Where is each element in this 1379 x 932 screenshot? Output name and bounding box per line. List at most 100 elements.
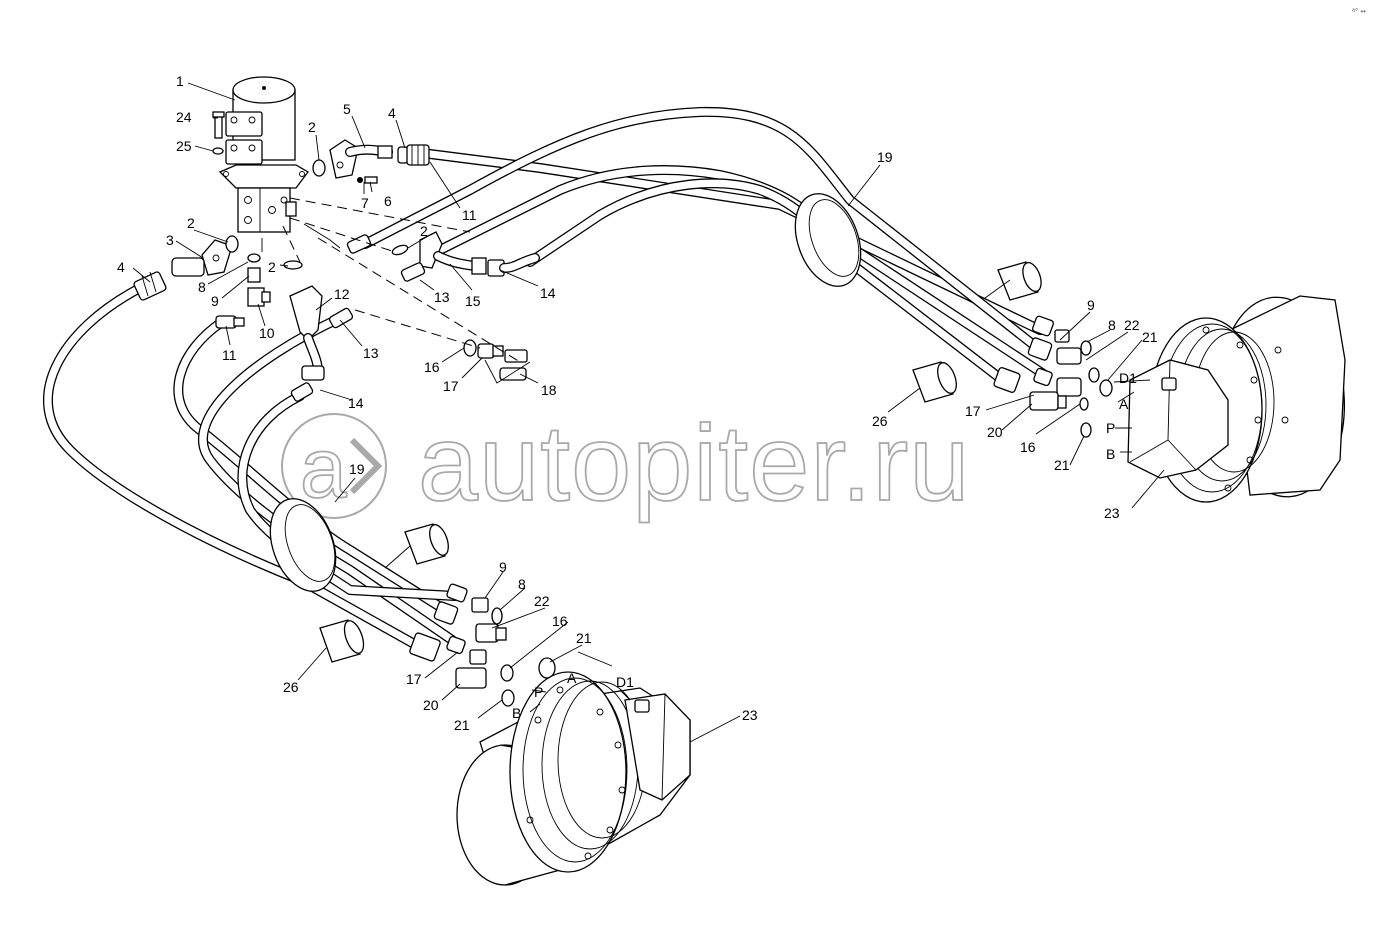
fitting-9-center xyxy=(247,267,261,283)
label-14-b: 14 xyxy=(348,395,364,411)
label-11-a: 11 xyxy=(462,207,477,223)
label-9-c: 9 xyxy=(499,559,507,575)
label-2-a: 2 xyxy=(308,119,316,135)
fitting-13-center xyxy=(328,307,354,329)
label-2-d: 2 xyxy=(420,223,428,239)
label-22-a: 22 xyxy=(1124,317,1140,333)
adapter-4-upper xyxy=(397,144,430,166)
clamp-19-upper xyxy=(794,193,862,287)
label-19-b: 19 xyxy=(349,461,365,477)
elbow-15 xyxy=(419,231,487,275)
fitting-13-mid xyxy=(400,262,426,282)
fitting-17-detail xyxy=(477,343,504,359)
label-26-a: 26 xyxy=(872,413,888,429)
label-21-d: 21 xyxy=(454,717,470,733)
label-d1-b: D1 xyxy=(616,674,634,690)
label-17-a: 17 xyxy=(443,378,459,394)
label-18: 18 xyxy=(541,382,557,398)
tee-10 xyxy=(247,287,271,307)
bushing-26-upper-a xyxy=(997,261,1042,301)
elbow-12 xyxy=(289,285,323,377)
label-10: 10 xyxy=(259,325,275,341)
leader-lines xyxy=(132,82,1165,743)
rotary-joint xyxy=(218,76,309,233)
label-21-b: 21 xyxy=(1054,457,1070,473)
label-6: 6 xyxy=(384,193,392,209)
o-ring-2-mid xyxy=(391,244,409,256)
clamp-19-lower xyxy=(269,498,337,592)
label-23-a: 23 xyxy=(1104,505,1120,521)
label-16-c: 16 xyxy=(552,613,568,629)
label-15: 15 xyxy=(465,293,481,309)
watermark: a autopiter.ru xyxy=(281,401,970,524)
watermark-logo-chevron xyxy=(349,437,383,495)
label-b-b: B xyxy=(512,705,521,721)
corner-mark: ª° •• xyxy=(1352,7,1366,16)
watermark-logo-ring xyxy=(281,413,387,519)
label-9-b: 9 xyxy=(1087,297,1095,313)
label-7: 7 xyxy=(361,195,369,211)
label-p-b: P xyxy=(534,684,543,700)
bushing-26-upper-b xyxy=(912,361,957,403)
watermark-logo-letter: a xyxy=(300,421,347,515)
label-13-b: 13 xyxy=(434,289,450,305)
label-25: 25 xyxy=(176,138,192,154)
label-1: 1 xyxy=(176,73,184,89)
label-d1-a: D1 xyxy=(1119,370,1137,386)
bushing-26-lower-a xyxy=(404,523,449,565)
label-17-b: 17 xyxy=(965,403,981,419)
label-4-b: 4 xyxy=(117,259,125,275)
label-19-a: 19 xyxy=(877,149,893,165)
elbow-5 xyxy=(329,139,393,179)
label-20-b: 20 xyxy=(423,697,439,713)
label-16-a: 16 xyxy=(424,359,440,375)
label-9-a: 9 xyxy=(211,293,219,309)
o-ring-8-center xyxy=(247,253,261,263)
label-11-b: 11 xyxy=(222,347,237,363)
label-12: 12 xyxy=(334,286,350,302)
label-13-a: 13 xyxy=(363,345,379,361)
right-port-fittings xyxy=(993,315,1113,438)
label-21-a: 21 xyxy=(1142,329,1158,345)
label-2-b: 2 xyxy=(187,215,195,231)
label-a-b: A xyxy=(567,670,577,686)
label-8-a: 8 xyxy=(198,279,206,295)
travel-motor-23-left xyxy=(456,671,691,886)
bolt-6-and-washer-7 xyxy=(357,176,378,184)
label-2-c: 2 xyxy=(268,259,276,275)
label-3: 3 xyxy=(166,232,174,248)
label-20-a: 20 xyxy=(987,424,1003,440)
label-4-a: 4 xyxy=(388,105,396,121)
label-17-c: 17 xyxy=(406,671,422,687)
travel-motor-23-right xyxy=(1127,295,1346,503)
hose-end-11-left xyxy=(215,315,245,329)
label-5: 5 xyxy=(343,101,351,117)
bolt-24 xyxy=(212,111,225,139)
elbow-3 xyxy=(171,239,233,277)
watermark-text: autopiter.ru xyxy=(418,402,970,523)
assembly-center-lines xyxy=(261,197,521,363)
reference-labels: 1 24 25 2 5 4 7 6 11 2 3 4 8 9 2 10 11 1… xyxy=(117,73,1158,733)
label-23-b: 23 xyxy=(742,707,758,723)
o-ring-16-detail xyxy=(463,339,477,357)
adapter-4-left xyxy=(133,271,167,301)
label-24: 24 xyxy=(176,109,192,125)
label-b-a: B xyxy=(1106,446,1115,462)
fitting-14-mid xyxy=(487,253,540,277)
label-21-c: 21 xyxy=(576,630,592,646)
o-ring-2-center xyxy=(283,260,303,270)
lower-hose-bundle xyxy=(42,283,460,655)
label-16-b: 16 xyxy=(1020,439,1036,455)
o-ring-2-left xyxy=(225,235,239,253)
hose-end-11-top xyxy=(346,234,372,254)
label-8-c: 8 xyxy=(518,576,526,592)
label-14-a: 14 xyxy=(540,285,556,301)
label-p-a: P xyxy=(1106,420,1115,436)
label-22-b: 22 xyxy=(534,593,550,609)
label-8-b: 8 xyxy=(1108,317,1116,333)
bushing-26-lower-b xyxy=(319,619,365,663)
washer-25 xyxy=(212,147,224,155)
fitting-14-lower xyxy=(290,365,325,402)
label-a-a: A xyxy=(1119,396,1129,412)
